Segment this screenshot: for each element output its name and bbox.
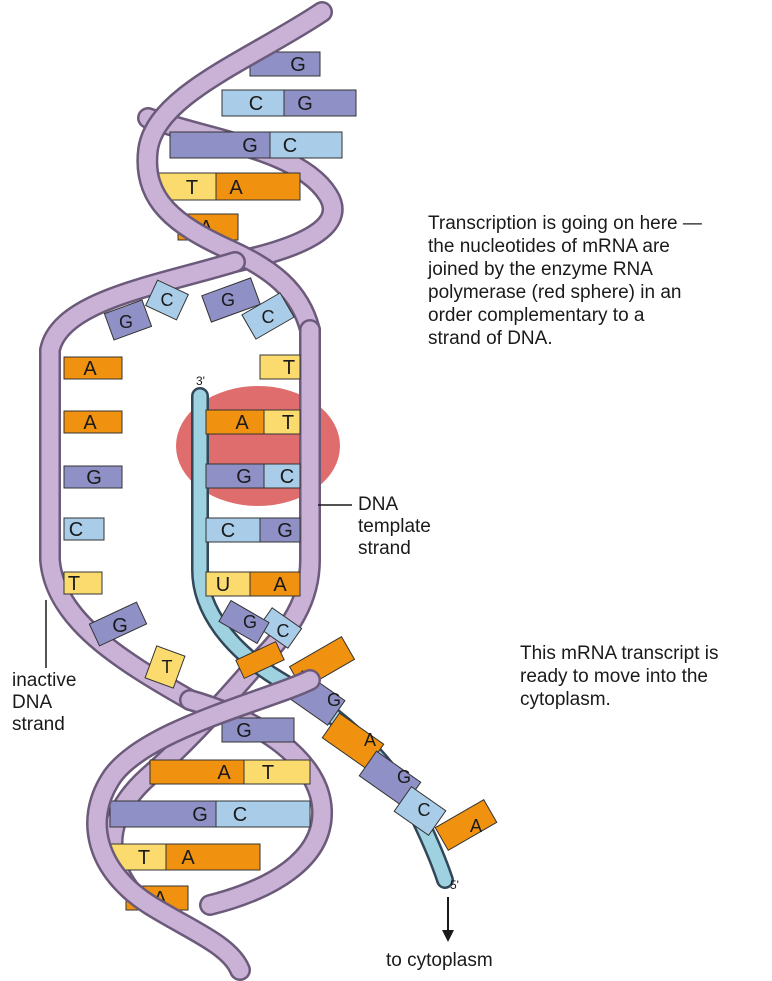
base-letter: C [277,621,290,641]
base-letter: G [297,93,313,115]
base-letter: A [217,762,231,784]
base-letter: C [233,804,247,826]
dna-template-label: DNA template strand [358,494,431,560]
caption-line: Transcription is going on here — [428,212,702,235]
base-letter: T [186,177,198,199]
base-letter: T [262,762,274,784]
base-pair: T A [150,173,300,200]
caption-line: This mRNA transcript is [520,642,718,665]
label-line: strand [12,714,76,736]
base-pair: C G [222,90,356,116]
label-line: DNA [12,692,76,714]
bottom-helix: G A T G C T A A [97,680,322,970]
base-letter: G [86,467,102,489]
base-letter: G [327,690,341,710]
caption-line: polymerase (red sphere) in an [428,281,702,304]
base-letter: G [397,767,411,787]
base-letter: A [83,358,97,380]
label-line: inactive [12,670,76,692]
to-cytoplasm-label: to cytoplasm [386,950,493,972]
base-letter: C [262,307,275,327]
base-letter: G [221,290,235,310]
base-letter: G [236,466,252,488]
label-line: strand [358,538,431,560]
base-pair: G [222,718,294,742]
transcript-ready-caption: This mRNA transcript is ready to move in… [520,642,718,711]
base-letter: C [221,520,235,542]
base-letter: T [68,573,80,595]
base-letter: G [112,615,128,637]
base-letter: C [280,466,294,488]
base-letter: A [229,177,243,199]
base-letter: A [235,412,249,434]
base-letter: T [138,847,150,869]
base-letter: C [249,93,263,115]
five-prime-end-label: 5' [450,878,459,892]
caption-line: ready to move into the [520,665,718,688]
base-letter: C [418,800,431,820]
base-letter: T [162,657,173,677]
base-letter: A [83,412,97,434]
base-letter: C [69,519,83,541]
base-letter: A [470,816,482,836]
base-letter: G [119,312,133,332]
base-letter: G [243,612,257,632]
caption-line: cytoplasm. [520,688,718,711]
base-letter: T [283,357,295,379]
label-line: DNA [358,494,431,516]
base-letter: A [181,847,195,869]
base-letter: T [282,412,294,434]
base-letter: A [273,574,287,596]
base-letter: C [161,290,174,310]
base-pair: A T [150,760,310,784]
nucleotide [206,464,264,488]
base-pair: G C [110,801,310,827]
inactive-dna-label: inactive DNA strand [12,670,76,736]
base-letter: G [290,54,306,76]
base-letter: C [283,135,297,157]
caption-line: the nucleotides of mRNA are [428,235,702,258]
caption-line: joined by the enzyme RNA [428,258,702,281]
caption-line: order complementary to a [428,304,702,327]
base-letter: A [364,730,376,750]
base-pair: T A [102,844,260,870]
label-line: template [358,516,431,538]
base-pair: G C [170,132,342,158]
base-letter: G [277,520,293,542]
base-letter: G [192,804,208,826]
three-prime-end-label: 3' [196,374,205,388]
base-letter: G [236,720,252,742]
transcription-caption: Transcription is going on here — the nuc… [428,212,702,350]
base-letter: G [242,135,258,157]
caption-line: strand of DNA. [428,327,702,350]
base-letter: U [216,574,230,596]
arrow-to-cytoplasm [442,897,454,942]
